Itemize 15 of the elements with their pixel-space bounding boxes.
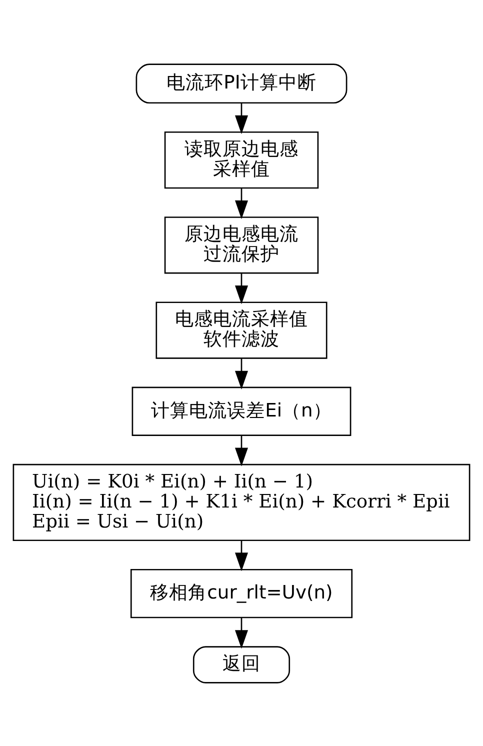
node-box: 电感电流采样值软件滤波 bbox=[156, 301, 328, 358]
node-box: 返回 bbox=[192, 646, 290, 683]
arrow bbox=[234, 102, 248, 134]
arrow bbox=[234, 617, 248, 648]
arrow bbox=[234, 540, 248, 571]
arrow bbox=[234, 188, 248, 219]
node-box: 计算电流误差Ei（n） bbox=[132, 386, 352, 436]
node-box: 读取原边电感采样值 bbox=[164, 130, 319, 188]
node-box: Ui(n) = K0i * Ei(n) + Ii(n − 1) Ii(n) = Ii(n − 1) + K1i * Ei(n) + Kcorri * Epii Epii = Usi − Ui(n) bbox=[12, 463, 470, 541]
arrow bbox=[234, 358, 248, 389]
node-box: 电流环PI计算中断 bbox=[136, 63, 348, 104]
arrow bbox=[234, 435, 248, 466]
node-box: 移相角cur_rlt=Uv(n) bbox=[130, 568, 353, 618]
node-box: 原边电感电流过流保护 bbox=[164, 216, 319, 274]
arrow bbox=[234, 273, 248, 304]
